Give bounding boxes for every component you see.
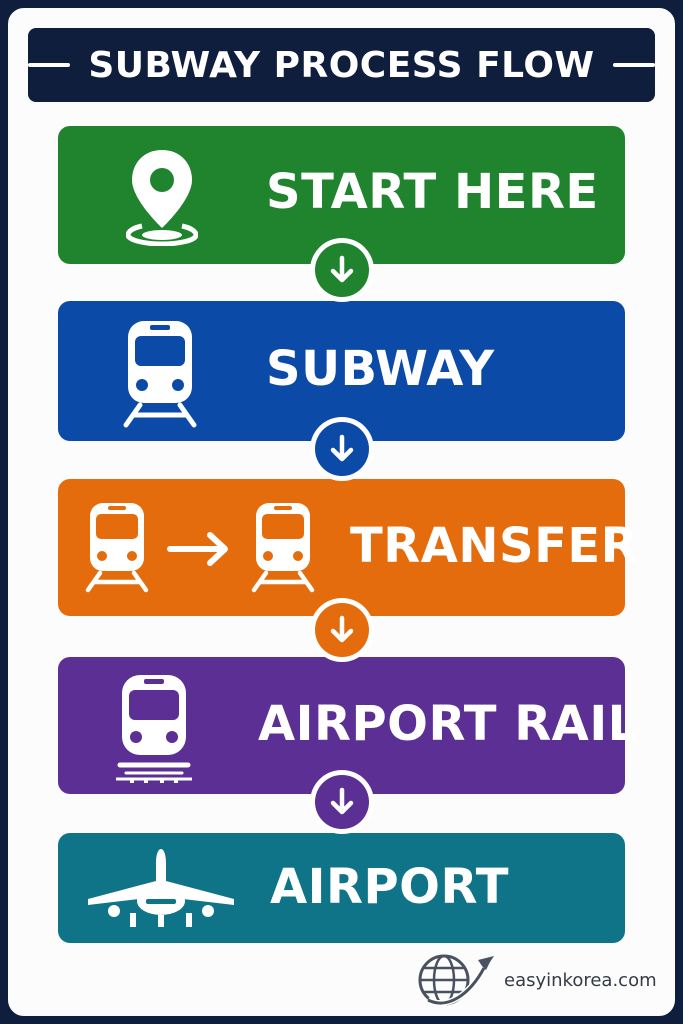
title-dash-right	[612, 63, 655, 67]
arrow-down-icon	[315, 603, 369, 657]
step-label: SUBWAY	[266, 341, 495, 397]
step-label: START HERE	[266, 164, 599, 220]
title-bar: SUBWAY PROCESS FLOW	[28, 28, 655, 102]
connector-3	[310, 598, 374, 662]
arrow-down-icon	[315, 422, 369, 476]
connector-2	[310, 417, 374, 481]
connector-1	[310, 238, 374, 302]
arrow-down-icon	[315, 775, 369, 829]
globe-plane-icon	[414, 948, 496, 1013]
airplane-icon	[84, 847, 238, 933]
location-pin-icon	[126, 148, 198, 246]
title-dash-left	[28, 63, 71, 67]
brand-text: easyinkorea.com	[504, 970, 657, 991]
train-icon	[120, 317, 200, 429]
train-transfer-icon	[84, 501, 320, 593]
step-label: AIRPORT RAIL	[258, 696, 639, 752]
step-transfer: TRANSFER	[58, 479, 638, 616]
step-label: AIRPORT	[270, 859, 509, 915]
brand-footer: easyinkorea.com	[414, 948, 657, 1013]
page-title: SUBWAY PROCESS FLOW	[88, 44, 595, 86]
step-label: TRANSFER	[350, 518, 639, 574]
airport-train-icon	[112, 673, 196, 785]
step-airport: AIRPORT	[58, 833, 625, 943]
arrow-down-icon	[315, 243, 369, 297]
connector-4	[310, 770, 374, 834]
